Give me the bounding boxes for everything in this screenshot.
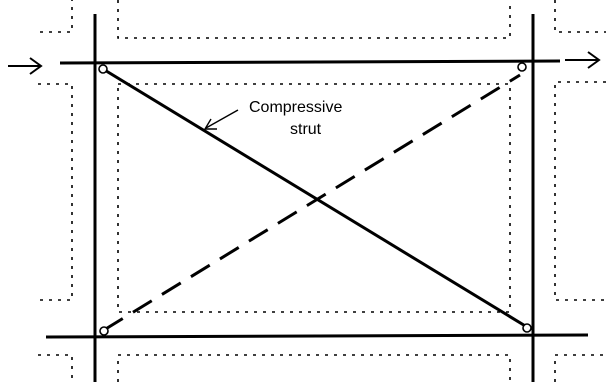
dotted-bottom-middle-panel [117, 354, 511, 382]
annotation-label-line1: Compressive [249, 99, 342, 116]
load-arrow-left [8, 57, 43, 75]
annotation-leader-arrow [203, 109, 239, 130]
dotted-top-middle-panel [117, 0, 511, 39]
dotted-top-right-panel [554, 0, 606, 33]
hinge-bottom-left [99, 326, 109, 336]
compressive-strut [102, 67, 528, 329]
dotted-bottom-right-panel [554, 354, 606, 382]
hinge-top-left [98, 64, 108, 74]
dotted-left-panel [38, 83, 73, 301]
corner-hinges [98, 62, 532, 336]
frame-members [45, 14, 589, 382]
hinge-top-right [517, 62, 527, 72]
dotted-center-panel [117, 83, 511, 313]
dotted-top-left-panel [40, 0, 73, 33]
load-arrow-right [565, 51, 601, 69]
top-beam [59, 59, 561, 65]
dotted-bottom-left-panel [38, 354, 73, 382]
tension-diagonal-dashed [103, 73, 521, 332]
bottom-beam [45, 333, 589, 339]
annotation-label-line2: strut [290, 121, 322, 138]
hinge-bottom-right [522, 323, 532, 333]
dotted-right-panel [554, 81, 606, 301]
dotted-panel-outlines [38, 0, 606, 382]
